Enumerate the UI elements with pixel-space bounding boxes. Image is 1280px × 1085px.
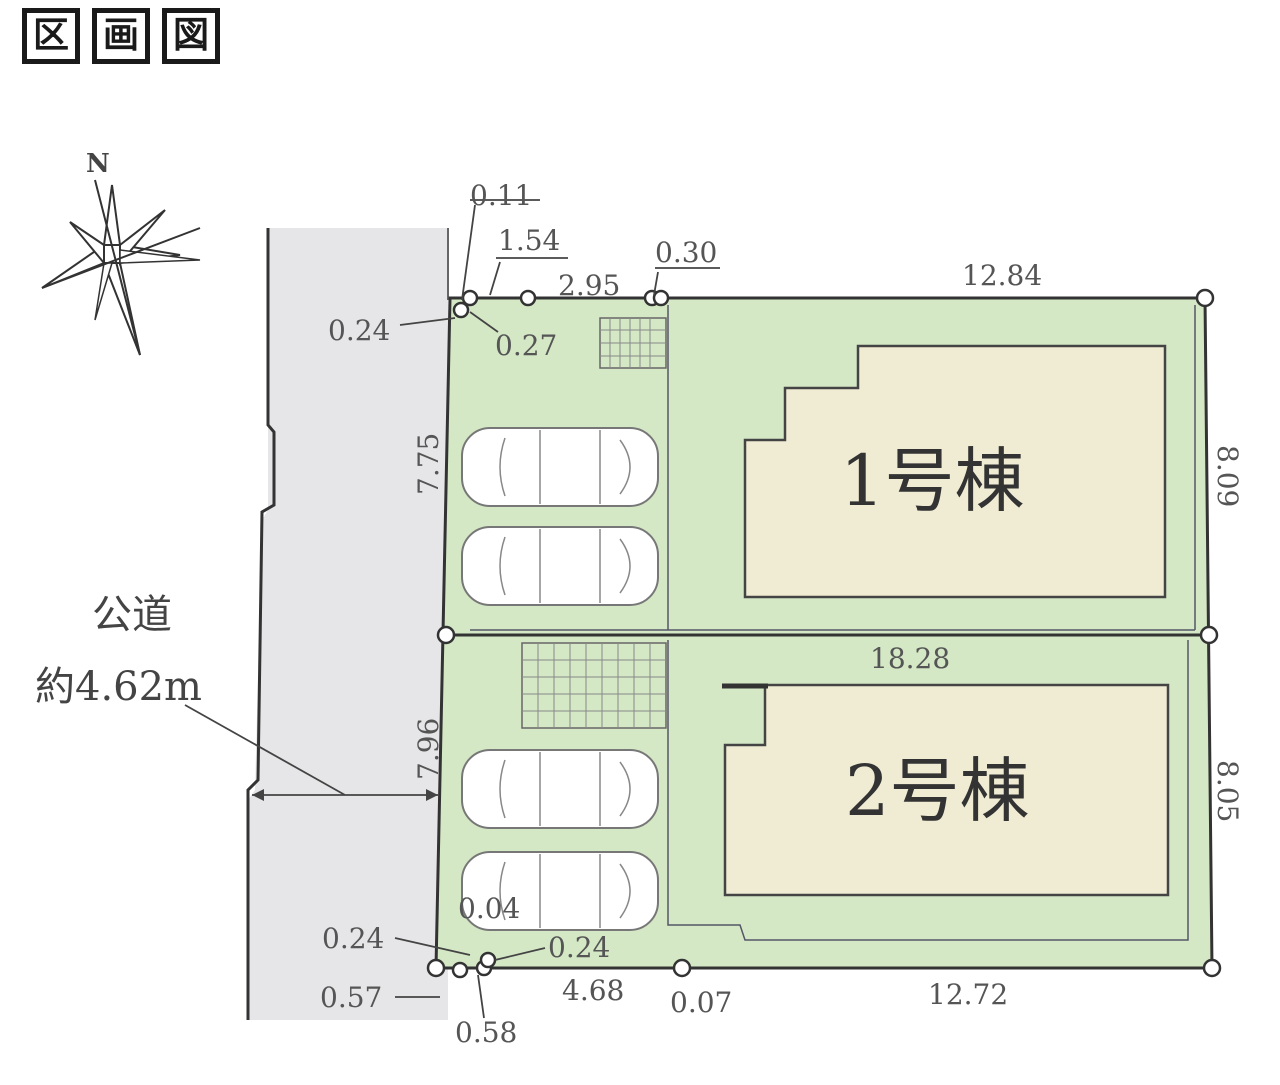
leader-0-58	[477, 974, 485, 1019]
dim-0-11: 0.11	[470, 179, 532, 212]
dim-0-04: 0.04	[458, 892, 520, 925]
dim-2-95: 2.95	[558, 269, 620, 302]
dim-12-72: 12.72	[928, 978, 1008, 1011]
road-arrow-head-left	[252, 789, 264, 801]
dim-0-30: 0.30	[655, 236, 717, 269]
car-1	[461, 427, 659, 507]
leader-0-11	[461, 199, 540, 301]
leader-0-27	[469, 311, 499, 333]
road-arrow-head-right	[426, 789, 438, 801]
title-char-zu: 図	[162, 8, 220, 64]
dim-0-24-top: 0.24	[328, 314, 390, 347]
title-char-ku: 区	[22, 8, 80, 64]
dim-4-68: 4.68	[562, 974, 624, 1007]
road-left-edge	[246, 228, 276, 1020]
dim-1-54: 1.54	[498, 224, 560, 257]
road-area	[248, 228, 448, 1020]
leader-1-54	[489, 257, 568, 296]
leader-0-24-bottom	[394, 937, 471, 956]
dim-0-27: 0.27	[495, 329, 557, 362]
dim-0-07: 0.07	[670, 986, 732, 1019]
dim-0-24-bottom-left: 0.24	[322, 922, 384, 955]
boundary-pins	[426, 288, 1222, 979]
lot-2-label: 2号棟	[845, 750, 1030, 832]
compass-rose-icon	[41, 179, 201, 356]
road-label-line1: 公道	[92, 592, 172, 638]
car-4	[461, 851, 659, 931]
dim-18-28: 18.28	[870, 642, 950, 675]
inner-line-1	[470, 305, 1196, 631]
building-1	[743, 344, 1167, 599]
lot-1-label: 1号棟	[840, 440, 1025, 522]
dim-0-24-bottom-right: 0.24	[548, 931, 610, 964]
leader-0-24-right	[494, 947, 546, 961]
dim-12-84: 12.84	[962, 259, 1042, 292]
inner-line-2	[667, 640, 1189, 941]
dim-7-96: 7.96	[412, 718, 445, 780]
dim-0-57: 0.57	[320, 981, 382, 1014]
title-char-kaku: 画	[92, 8, 150, 64]
car-3	[461, 749, 659, 829]
stairs-lot-1	[599, 317, 667, 369]
road-leader-line	[184, 704, 346, 796]
leader-0-30	[653, 267, 720, 296]
page-title: 区画図	[22, 8, 232, 64]
leader-0-24-top	[399, 317, 456, 326]
dim-8-09: 8.09	[1211, 445, 1244, 507]
car-2	[461, 526, 659, 606]
building-2	[723, 683, 1170, 897]
stairs-lot-2	[521, 642, 667, 729]
road-label-line2: 約4.62m	[35, 664, 202, 710]
compass-north-label: N	[86, 149, 110, 179]
dim-0-58: 0.58	[455, 1016, 517, 1049]
dim-7-75: 7.75	[412, 433, 445, 495]
dim-8-05: 8.05	[1211, 760, 1244, 822]
